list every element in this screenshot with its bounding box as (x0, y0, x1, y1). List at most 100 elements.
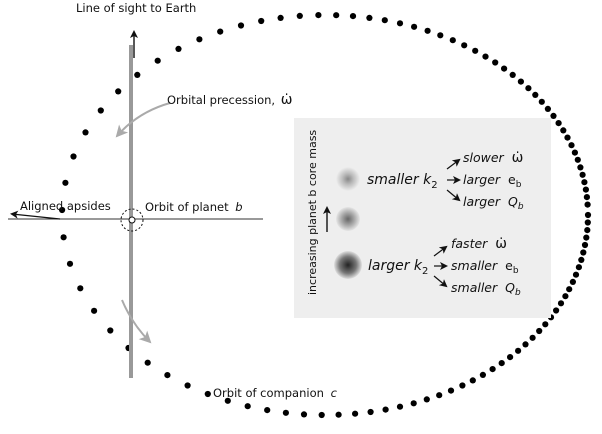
orbit-dot (204, 390, 211, 398)
orbit-dot (296, 12, 303, 19)
lower-effect-2-sym: e (505, 258, 513, 273)
orbit-dot (581, 179, 588, 186)
inset-axis-label: increasing planet b core mass (306, 130, 319, 295)
orbit-dot (571, 149, 579, 156)
precession-arrow-upper (115, 102, 171, 138)
orbit-dot (517, 78, 525, 85)
star-dot (128, 216, 136, 224)
orbit-dot (584, 219, 591, 226)
lower-effect-1-word: faster (451, 236, 488, 251)
orbit-dot (449, 37, 456, 44)
orbit-dot (578, 256, 585, 263)
orbit-dot (335, 411, 342, 418)
orbit-dot (515, 347, 522, 354)
omega-dot-symbol: ω̇ (281, 92, 293, 108)
orbit-dot (560, 127, 567, 134)
lower-effect-3-word: smaller (451, 280, 498, 295)
upper-effect-3-sub: b (518, 202, 524, 212)
upper-lead-text: smaller k2 (367, 172, 438, 191)
orbit-dot (544, 105, 552, 112)
orbit-dot (583, 194, 591, 201)
inset-panel: increasing planet b core mass smaller k2… (294, 118, 551, 318)
orbit-dot (572, 271, 580, 278)
orbit-dot (184, 382, 191, 389)
orbit-dot (525, 85, 532, 92)
upper-lead: smaller k (367, 172, 432, 188)
orbit-dot (566, 286, 573, 293)
orbit-dot (237, 22, 245, 29)
orbit-dot (352, 410, 359, 417)
lower-k-sub: 2 (422, 266, 428, 277)
planet-letter: b (235, 200, 242, 214)
orbit-dot (555, 120, 562, 127)
lower-effect-1: faster ω̇ (451, 236, 507, 252)
orbit-dot (70, 153, 77, 160)
upper-effect-2-sym: e (508, 172, 516, 187)
orbit-dot (501, 65, 508, 72)
orbit-dot (583, 234, 590, 241)
orbit-dot (489, 366, 496, 373)
orbit-dot (410, 400, 417, 407)
upper-effect-1: slower ω̇ (463, 150, 523, 166)
orbit-dot (115, 88, 122, 95)
orbit-dot (62, 179, 69, 186)
orbit-dot (164, 372, 171, 379)
companion-letter: c (331, 386, 338, 400)
orbit-dot (532, 91, 539, 98)
orbit-dot (134, 71, 141, 78)
line-of-sight-label: Line of sight to Earth (76, 1, 196, 15)
lower-effect-3-sym: Q (505, 280, 515, 295)
upper-effect-2: larger eb (463, 172, 522, 190)
orbit-dot (381, 17, 388, 24)
orbit-dot (154, 57, 161, 64)
orbit-dot (382, 406, 389, 413)
orbit-dot (553, 307, 560, 314)
orbital-precession-label: Orbital precession, ω̇ (167, 92, 292, 108)
orbit-dot (264, 407, 271, 414)
upper-effect-2-word: larger (463, 172, 501, 187)
orbit-dot (77, 285, 84, 292)
orbit-dot (282, 409, 289, 416)
orbit-dot (509, 71, 516, 78)
orbit-dot (144, 359, 151, 366)
orbit-dot (536, 327, 543, 335)
orbit-dot (522, 341, 529, 348)
orbit-dot (66, 260, 74, 267)
orbit-dot (396, 20, 404, 27)
upper-effect-3-sym: Q (508, 194, 518, 209)
orbit-dot (472, 47, 479, 54)
orbit-dot (498, 360, 505, 367)
lower-effect-2-sub: b (513, 266, 519, 276)
orbit-dot (447, 387, 455, 394)
orbit-dot (584, 211, 592, 219)
orbit-dot (580, 249, 587, 256)
orbit-dot (367, 408, 374, 416)
orbit-dot (461, 42, 468, 49)
upper-arrow-top (446, 158, 461, 170)
orbit-dot (562, 293, 569, 300)
orbit-dot (479, 371, 486, 378)
lower-arrow-top (433, 245, 448, 257)
orbit-dot (538, 98, 545, 105)
lower-effect-1-sym: ω̇ (495, 236, 507, 252)
orbit-dot (557, 300, 565, 307)
upper-arrow-bottom (446, 189, 461, 202)
orbit-dot (59, 206, 66, 214)
lower-effect-3: smaller Qb (451, 280, 521, 298)
upper-effect-2-sub: b (516, 180, 522, 190)
upper-effect-3-word: larger (463, 194, 501, 209)
orbit-dot (315, 12, 322, 19)
orbit-of-companion-label: Orbit of companion c (213, 386, 338, 400)
orbit-dot (568, 142, 575, 149)
orbit-dot (107, 327, 114, 334)
orbit-dot (224, 397, 231, 404)
orbit-dot (349, 13, 357, 20)
lower-arrow-bottom (433, 275, 448, 288)
aligned-apsides-label: Aligned apsides (20, 199, 111, 213)
orbit-dot (82, 129, 89, 136)
orbit-dot (550, 112, 557, 119)
orbit-dot (575, 264, 583, 271)
orbit-dot (436, 392, 443, 399)
orbit-dot (244, 403, 251, 410)
